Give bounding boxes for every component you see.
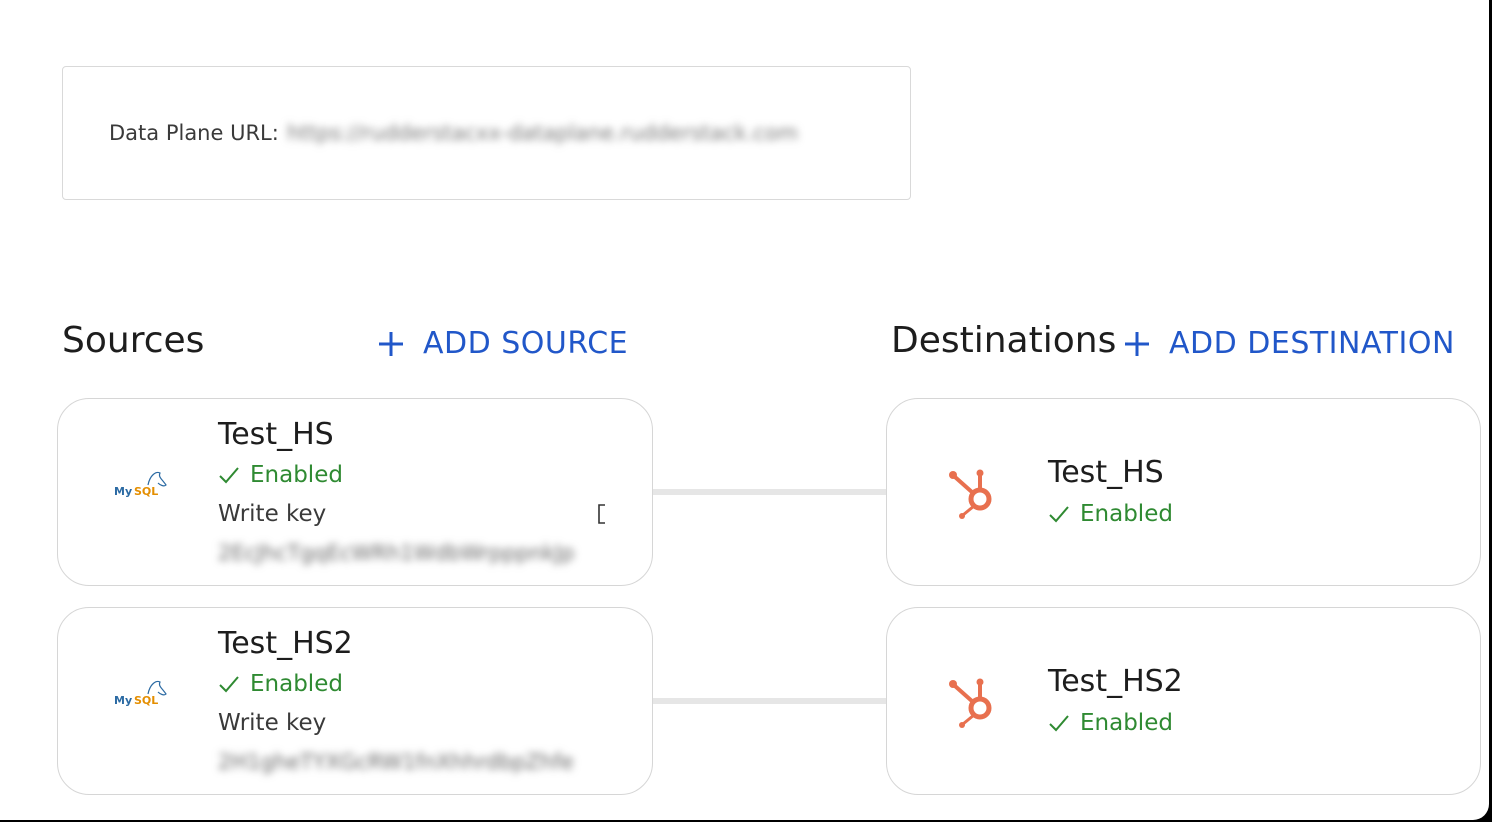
svg-text:SQL: SQL <box>134 694 158 707</box>
destination-status: Enabled <box>1048 501 1173 527</box>
mysql-logo-icon: My SQL <box>114 680 167 707</box>
sources-title: Sources <box>62 320 205 361</box>
svg-text:SQL: SQL <box>134 485 158 498</box>
data-plane-url-box: Data Plane URL: https://rudderstacxx-dat… <box>62 66 911 200</box>
source-card[interactable]: My SQL Test_HS2 Enabled Write key 2H1ghe… <box>57 607 653 795</box>
destinations-title: Destinations <box>891 320 1117 361</box>
status-label: Enabled <box>250 671 343 697</box>
mysql-logo-icon: My SQL <box>114 471 167 498</box>
write-key-label: Write key <box>218 501 327 527</box>
write-key-label: Write key <box>218 710 327 736</box>
data-plane-url-value[interactable]: https://rudderstacxx-dataplane.ruddersta… <box>287 121 799 145</box>
plus-icon <box>1125 331 1149 356</box>
copy-icon[interactable] <box>596 503 608 525</box>
destination-status: Enabled <box>1048 710 1173 736</box>
check-icon <box>1049 506 1069 523</box>
data-plane-url-label: Data Plane URL: <box>109 121 279 145</box>
destination-name: Test_HS2 <box>1048 664 1183 699</box>
destination-card[interactable]: Test_HS2 Enabled <box>886 607 1481 795</box>
plus-icon <box>379 331 403 356</box>
destination-card[interactable]: Test_HS Enabled <box>886 398 1481 586</box>
add-destination-label: ADD DESTINATION <box>1169 326 1455 361</box>
add-destination-button[interactable]: ADD DESTINATION <box>1123 326 1455 361</box>
check-icon <box>219 467 239 484</box>
add-source-label: ADD SOURCE <box>423 326 629 361</box>
svg-text:My: My <box>114 485 132 498</box>
status-label: Enabled <box>250 462 343 488</box>
connection-line <box>652 489 886 495</box>
check-icon <box>1049 715 1069 732</box>
source-status: Enabled <box>218 462 343 488</box>
status-label: Enabled <box>1080 710 1173 736</box>
destination-name: Test_HS <box>1048 455 1164 490</box>
write-key-value[interactable]: 2H1gheTYXGcRW1fnXhhrdbpZhfe <box>218 750 574 774</box>
write-key-value[interactable]: 2EcJhcTgqEcWRh1WdbWrpppnkJp <box>218 541 575 565</box>
add-source-button[interactable]: ADD SOURCE <box>377 326 628 361</box>
source-card[interactable]: My SQL Test_HS Enabled Write key 2EcJhcT… <box>57 398 653 586</box>
connection-line <box>652 698 886 704</box>
hubspot-logo-icon <box>949 678 992 728</box>
status-label: Enabled <box>1080 501 1173 527</box>
hubspot-logo-icon <box>949 469 992 519</box>
source-name: Test_HS2 <box>218 626 353 661</box>
source-status: Enabled <box>218 671 343 697</box>
svg-text:My: My <box>114 694 132 707</box>
check-icon <box>219 676 239 693</box>
source-name: Test_HS <box>218 417 334 452</box>
